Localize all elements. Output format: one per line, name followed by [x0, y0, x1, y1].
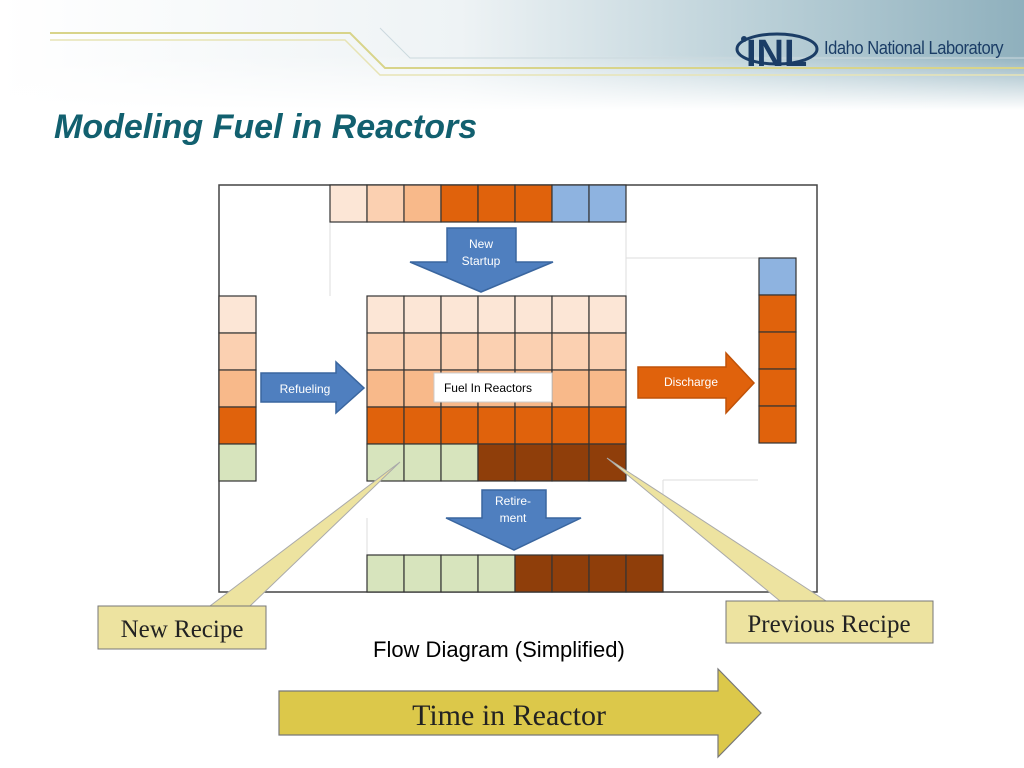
- core-cell: [477, 332, 516, 371]
- core-cell: [366, 295, 405, 334]
- bottom-row-cell: [403, 554, 442, 593]
- core-cell: [366, 369, 405, 408]
- core-cell: [588, 406, 627, 445]
- core-cell: [588, 443, 627, 482]
- previous-recipe-label: Previous Recipe: [747, 611, 910, 638]
- new-recipe-label: New Recipe: [121, 616, 244, 643]
- left-column-cell: [218, 332, 257, 371]
- core-cell: [403, 295, 442, 334]
- top-row-cell: [366, 184, 405, 223]
- discharge-label: Discharge: [664, 375, 718, 389]
- bottom-row-cell: [625, 554, 664, 593]
- core-cell: [403, 406, 442, 445]
- retirement-label-1: Retire-: [495, 494, 531, 508]
- fuel-in-reactors-box: [433, 372, 553, 403]
- fuel-cells: [218, 184, 797, 593]
- fuel-in-reactors-label: Fuel In Reactors: [444, 381, 532, 395]
- core-cell: [551, 369, 590, 408]
- new-startup-label-1: New: [469, 237, 493, 251]
- page-title: Modeling Fuel in Reactors: [54, 108, 478, 146]
- top-row-cell: [477, 184, 516, 223]
- core-cell: [440, 406, 479, 445]
- core-cell: [477, 443, 516, 482]
- core-cell: [477, 406, 516, 445]
- bottom-row-cell: [366, 554, 405, 593]
- left-column-cell: [218, 369, 257, 408]
- core-cell: [514, 406, 553, 445]
- bottom-row-cell: [551, 554, 590, 593]
- right-column-cell: [758, 368, 797, 407]
- discharge-arrow: [637, 351, 756, 415]
- top-row-cell: [403, 184, 442, 223]
- core-cell: [440, 332, 479, 371]
- core-cell: [440, 443, 479, 482]
- flow-diagram-caption: Flow Diagram (Simplified): [373, 637, 625, 662]
- core-cell: [588, 369, 627, 408]
- top-row-cell: [588, 184, 627, 223]
- right-column-cell: [758, 294, 797, 333]
- core-cell: [403, 443, 442, 482]
- left-column-cell: [218, 443, 257, 482]
- bottom-row-cell: [588, 554, 627, 593]
- new-startup-label-2: Startup: [462, 254, 501, 268]
- refueling-arrow: [260, 360, 366, 415]
- bottom-row-cell: [440, 554, 479, 593]
- right-column-cell: [758, 405, 797, 444]
- core-cell: [366, 332, 405, 371]
- previous-recipe-callout: [725, 600, 934, 644]
- header-banner: [0, 0, 1024, 110]
- core-cell: [588, 332, 627, 371]
- bottom-row-cell: [477, 554, 516, 593]
- time-in-reactor-arrow: [278, 667, 762, 759]
- core-cell: [366, 406, 405, 445]
- core-cell: [403, 332, 442, 371]
- core-cell: [551, 443, 590, 482]
- top-row-cell: [514, 184, 553, 223]
- core-cell: [514, 295, 553, 334]
- core-cell: [440, 295, 479, 334]
- top-row-cell: [551, 184, 590, 223]
- retirement-label-2: ment: [500, 511, 527, 525]
- left-column-cell: [218, 295, 257, 334]
- refueling-label: Refueling: [280, 382, 331, 396]
- core-cell: [477, 295, 516, 334]
- top-row-cell: [440, 184, 479, 223]
- new-recipe-callout: [97, 605, 267, 650]
- logo-text: Idaho National Laboratory: [824, 38, 1004, 58]
- logo-mark: INL: [746, 33, 807, 75]
- right-column-cell: [758, 331, 797, 370]
- inl-logo: INL: [735, 32, 819, 75]
- left-column-cell: [218, 406, 257, 445]
- core-cell: [588, 295, 627, 334]
- core-cell: [551, 332, 590, 371]
- right-column-cell: [758, 257, 797, 296]
- time-in-reactor-label: Time in Reactor: [412, 699, 606, 732]
- new-startup-arrow: [409, 227, 554, 293]
- retirement-arrow: [445, 489, 582, 551]
- core-cell: [514, 332, 553, 371]
- top-row-cell: [329, 184, 368, 223]
- bottom-row-cell: [514, 554, 553, 593]
- core-cell: [551, 295, 590, 334]
- core-cell: [514, 443, 553, 482]
- core-cell: [551, 406, 590, 445]
